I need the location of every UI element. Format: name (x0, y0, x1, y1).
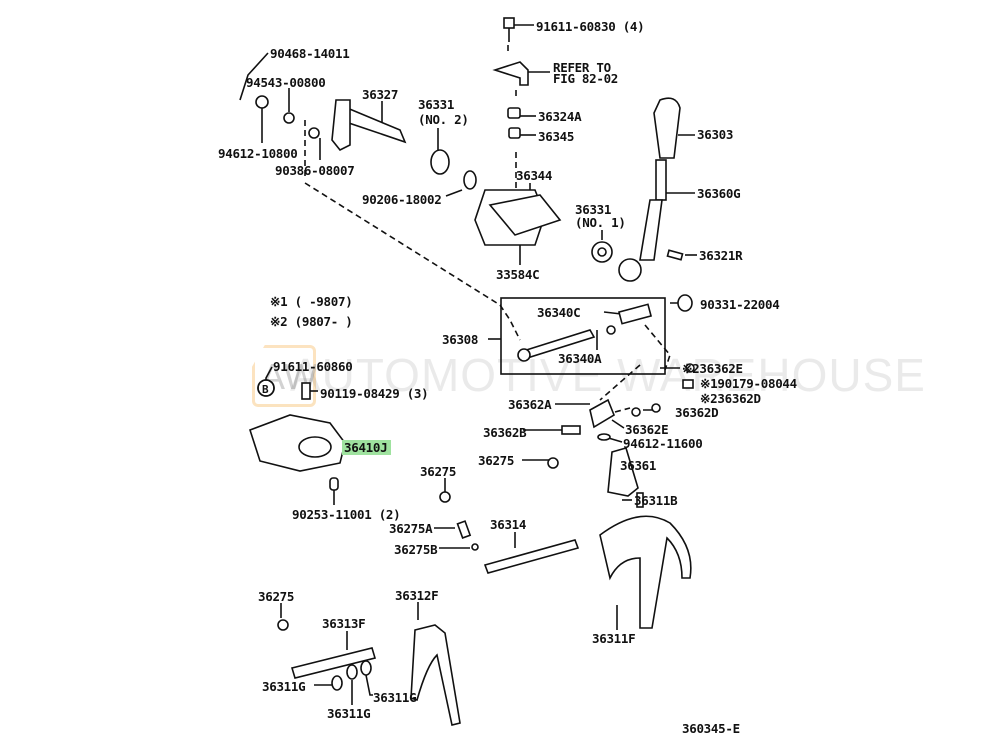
part-label[interactable]: 90206-18002 (362, 192, 442, 207)
part-label[interactable]: 36362E (625, 422, 669, 437)
note-1: ※1 ( -9807) (270, 294, 353, 309)
watermark-text: AUTOMOTIVE WAREHOUSE (290, 349, 926, 401)
part-label[interactable]: 36327 (362, 87, 399, 102)
part-label[interactable]: 36308 (442, 332, 479, 347)
part-label[interactable]: ※236362E (682, 361, 743, 376)
part-label[interactable]: 36345 (538, 129, 575, 144)
part-label[interactable]: 36314 (490, 517, 527, 532)
part-label[interactable]: ※236362D (700, 391, 761, 406)
linkage-group-box (500, 297, 666, 375)
part-label[interactable]: 36331 (418, 97, 455, 112)
part-label[interactable]: 36311B (634, 493, 678, 508)
part-label[interactable]: 36324A (538, 109, 582, 124)
part-label[interactable]: 36275 (478, 453, 515, 468)
part-label[interactable]: 36360G (697, 186, 741, 201)
part-label[interactable]: 36362D (675, 405, 719, 420)
part-label[interactable]: 90119-08429 (3) (320, 386, 429, 401)
part-label[interactable]: 36361 (620, 458, 657, 473)
part-label[interactable]: 36340C (537, 305, 581, 320)
part-label[interactable]: 94612-10800 (218, 146, 298, 161)
part-label[interactable]: 90386-08007 (275, 163, 355, 178)
note-2: ※2 (9807- ) (270, 314, 353, 329)
refer-note: FIG 82-02 (553, 71, 619, 86)
part-label[interactable]: 36275A (389, 521, 433, 536)
part-label[interactable]: 94612-11600 (623, 436, 703, 451)
part-label[interactable]: 36340A (558, 351, 602, 366)
part-label[interactable]: 91611-60830 (4) (536, 19, 645, 34)
part-label[interactable]: 36303 (697, 127, 734, 142)
diagram-id: 360345-E (682, 721, 740, 736)
part-shapes (249, 17, 695, 726)
part-label[interactable]: 36275B (394, 542, 438, 557)
part-label[interactable]: 36311F (592, 631, 636, 646)
part-label[interactable]: 36313F (322, 616, 366, 631)
part-label[interactable]: 94543-00800 (246, 75, 326, 90)
part-label[interactable]: 36311G (262, 679, 306, 694)
part-label[interactable]: 36362A (508, 397, 552, 412)
part-label: (NO. 1) (575, 215, 626, 230)
marker-b: B (262, 383, 269, 396)
part-label[interactable]: 36275 (420, 464, 457, 479)
part-label[interactable]: 90468-14011 (270, 46, 350, 61)
part-label[interactable]: 36311G (327, 706, 371, 721)
part-label[interactable]: 36331 (575, 202, 612, 217)
dashed-guide-lines (304, 45, 671, 413)
part-label[interactable]: 36311G (373, 690, 417, 705)
part-label: (NO. 2) (418, 112, 469, 127)
part-label[interactable]: 36362B (483, 425, 527, 440)
part-label[interactable]: 36344 (516, 168, 553, 183)
part-label[interactable]: 90253-11001 (2) (292, 507, 401, 522)
part-label[interactable]: 90331-22004 (700, 297, 780, 312)
refer-note: REFER TO (553, 60, 611, 75)
highlighted-part-label[interactable]: 36410J (342, 440, 392, 455)
part-label[interactable]: 91611-60860 (273, 359, 353, 374)
part-label[interactable]: ※190179-08044 (700, 376, 797, 391)
part-label[interactable]: 36312F (395, 588, 439, 603)
part-label[interactable]: 33584C (496, 267, 540, 282)
marker-b-circle (257, 379, 275, 397)
part-label[interactable]: 36275 (258, 589, 295, 604)
part-label[interactable]: 36321R (699, 248, 743, 263)
